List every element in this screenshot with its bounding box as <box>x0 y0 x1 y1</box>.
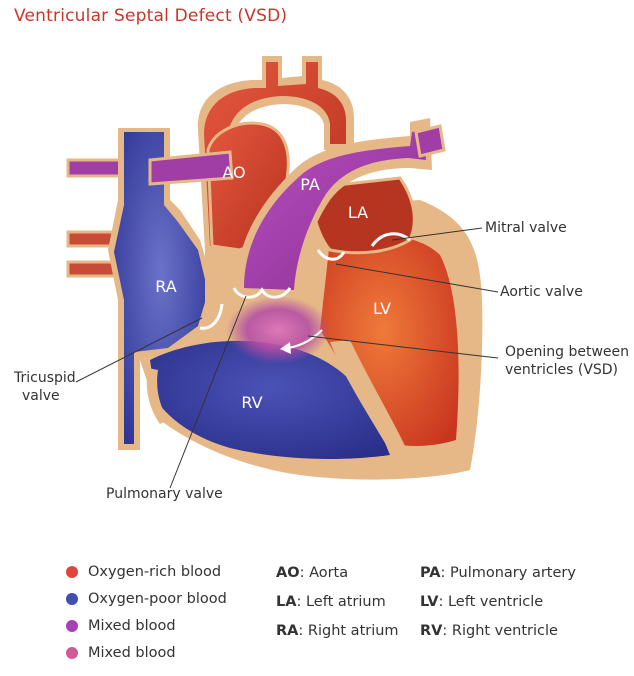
septum <box>330 340 410 456</box>
abbr-meaning: Left ventricle <box>447 593 544 610</box>
legend-label: Mixed blood <box>88 617 176 634</box>
callout-mitral-valve: Mitral valve <box>485 220 567 236</box>
pulmonary-artery <box>148 118 446 296</box>
legend-colors: Oxygen-rich blood Oxygen-poor blood Mixe… <box>66 558 227 666</box>
callout-pulmonary-valve: Pulmonary valve <box>106 486 223 502</box>
vsd-arrow-head <box>280 342 291 354</box>
label-la: LA <box>348 203 368 222</box>
left-ventricle <box>320 235 459 446</box>
abbr: RA <box>276 622 299 639</box>
legend-dot-oxygen-rich <box>66 565 78 578</box>
legend-abbreviations-col2: PA: Pulmonary artery LV: Left ventricle … <box>420 558 576 645</box>
aortic-valve-shape <box>316 249 346 261</box>
right-atrium-vena-cava <box>108 128 215 450</box>
abbr-meaning: Aorta <box>309 564 349 581</box>
legend-dot-mixed-purple <box>66 619 78 632</box>
abbr: RV <box>420 622 443 639</box>
heart-diagram: AO PA LA RA LV RV Mitral valve Aortic va… <box>13 56 629 502</box>
legend-abbr-item: LV: Left ventricle <box>420 593 544 610</box>
legend-item: Mixed blood <box>66 639 227 666</box>
abbr: AO <box>276 564 300 581</box>
vsd-mixing-zone <box>226 296 330 364</box>
legend-abbr-item: RA: Right atrium <box>276 622 399 639</box>
legend-abbr-item: RV: Right ventricle <box>420 622 558 639</box>
legend-item: Mixed blood <box>66 612 227 639</box>
label-rv: RV <box>241 393 262 412</box>
legend-item: Oxygen-poor blood <box>66 585 227 612</box>
callout-lines <box>75 227 499 489</box>
callout-tricuspid-line1: Tricuspid <box>13 370 76 386</box>
callout-opening-line1: Opening between <box>505 344 629 360</box>
right-ventricle <box>150 340 390 460</box>
legend-item: Oxygen-rich blood <box>66 558 227 585</box>
abbr: PA <box>420 564 441 581</box>
legend-abbreviations-col1: AO: Aorta LA: Left atrium RA: Right atri… <box>276 558 399 645</box>
abbr-meaning: Pulmonary artery <box>450 564 576 581</box>
abbr-meaning: Right atrium <box>307 622 399 639</box>
abbr-meaning: Left atrium <box>305 593 386 610</box>
abbr: LA <box>276 593 297 610</box>
legend-abbr-item: AO: Aorta <box>276 564 349 581</box>
callout-tricuspid-line2: valve <box>22 388 60 404</box>
legend-label: Oxygen-poor blood <box>88 590 227 607</box>
legend-label: Oxygen-rich blood <box>88 563 222 580</box>
legend-dot-oxygen-poor <box>66 592 78 605</box>
page-title: Ventricular Septal Defect (VSD) <box>14 6 288 26</box>
legend-abbr-item: LA: Left atrium <box>276 593 386 610</box>
legend-abbr-item: PA: Pulmonary artery <box>420 564 576 581</box>
vsd-arrow <box>287 329 323 350</box>
pulmonary-valve-shape <box>232 287 292 299</box>
label-lv: LV <box>373 299 391 318</box>
abbr-meaning: Right ventricle <box>451 622 558 639</box>
label-pa: PA <box>300 175 320 194</box>
rv-inner-wall <box>146 368 168 424</box>
label-ao: AO <box>222 163 245 182</box>
legend-label: Mixed blood <box>88 644 176 661</box>
legend-dot-mixed-pink <box>66 646 78 659</box>
callout-aortic-valve: Aortic valve <box>500 284 583 300</box>
tricuspid-valve-shape <box>199 303 224 330</box>
label-ra: RA <box>155 277 176 296</box>
callout-opening-line2: ventricles (VSD) <box>505 362 618 378</box>
abbr: LV <box>420 593 439 610</box>
